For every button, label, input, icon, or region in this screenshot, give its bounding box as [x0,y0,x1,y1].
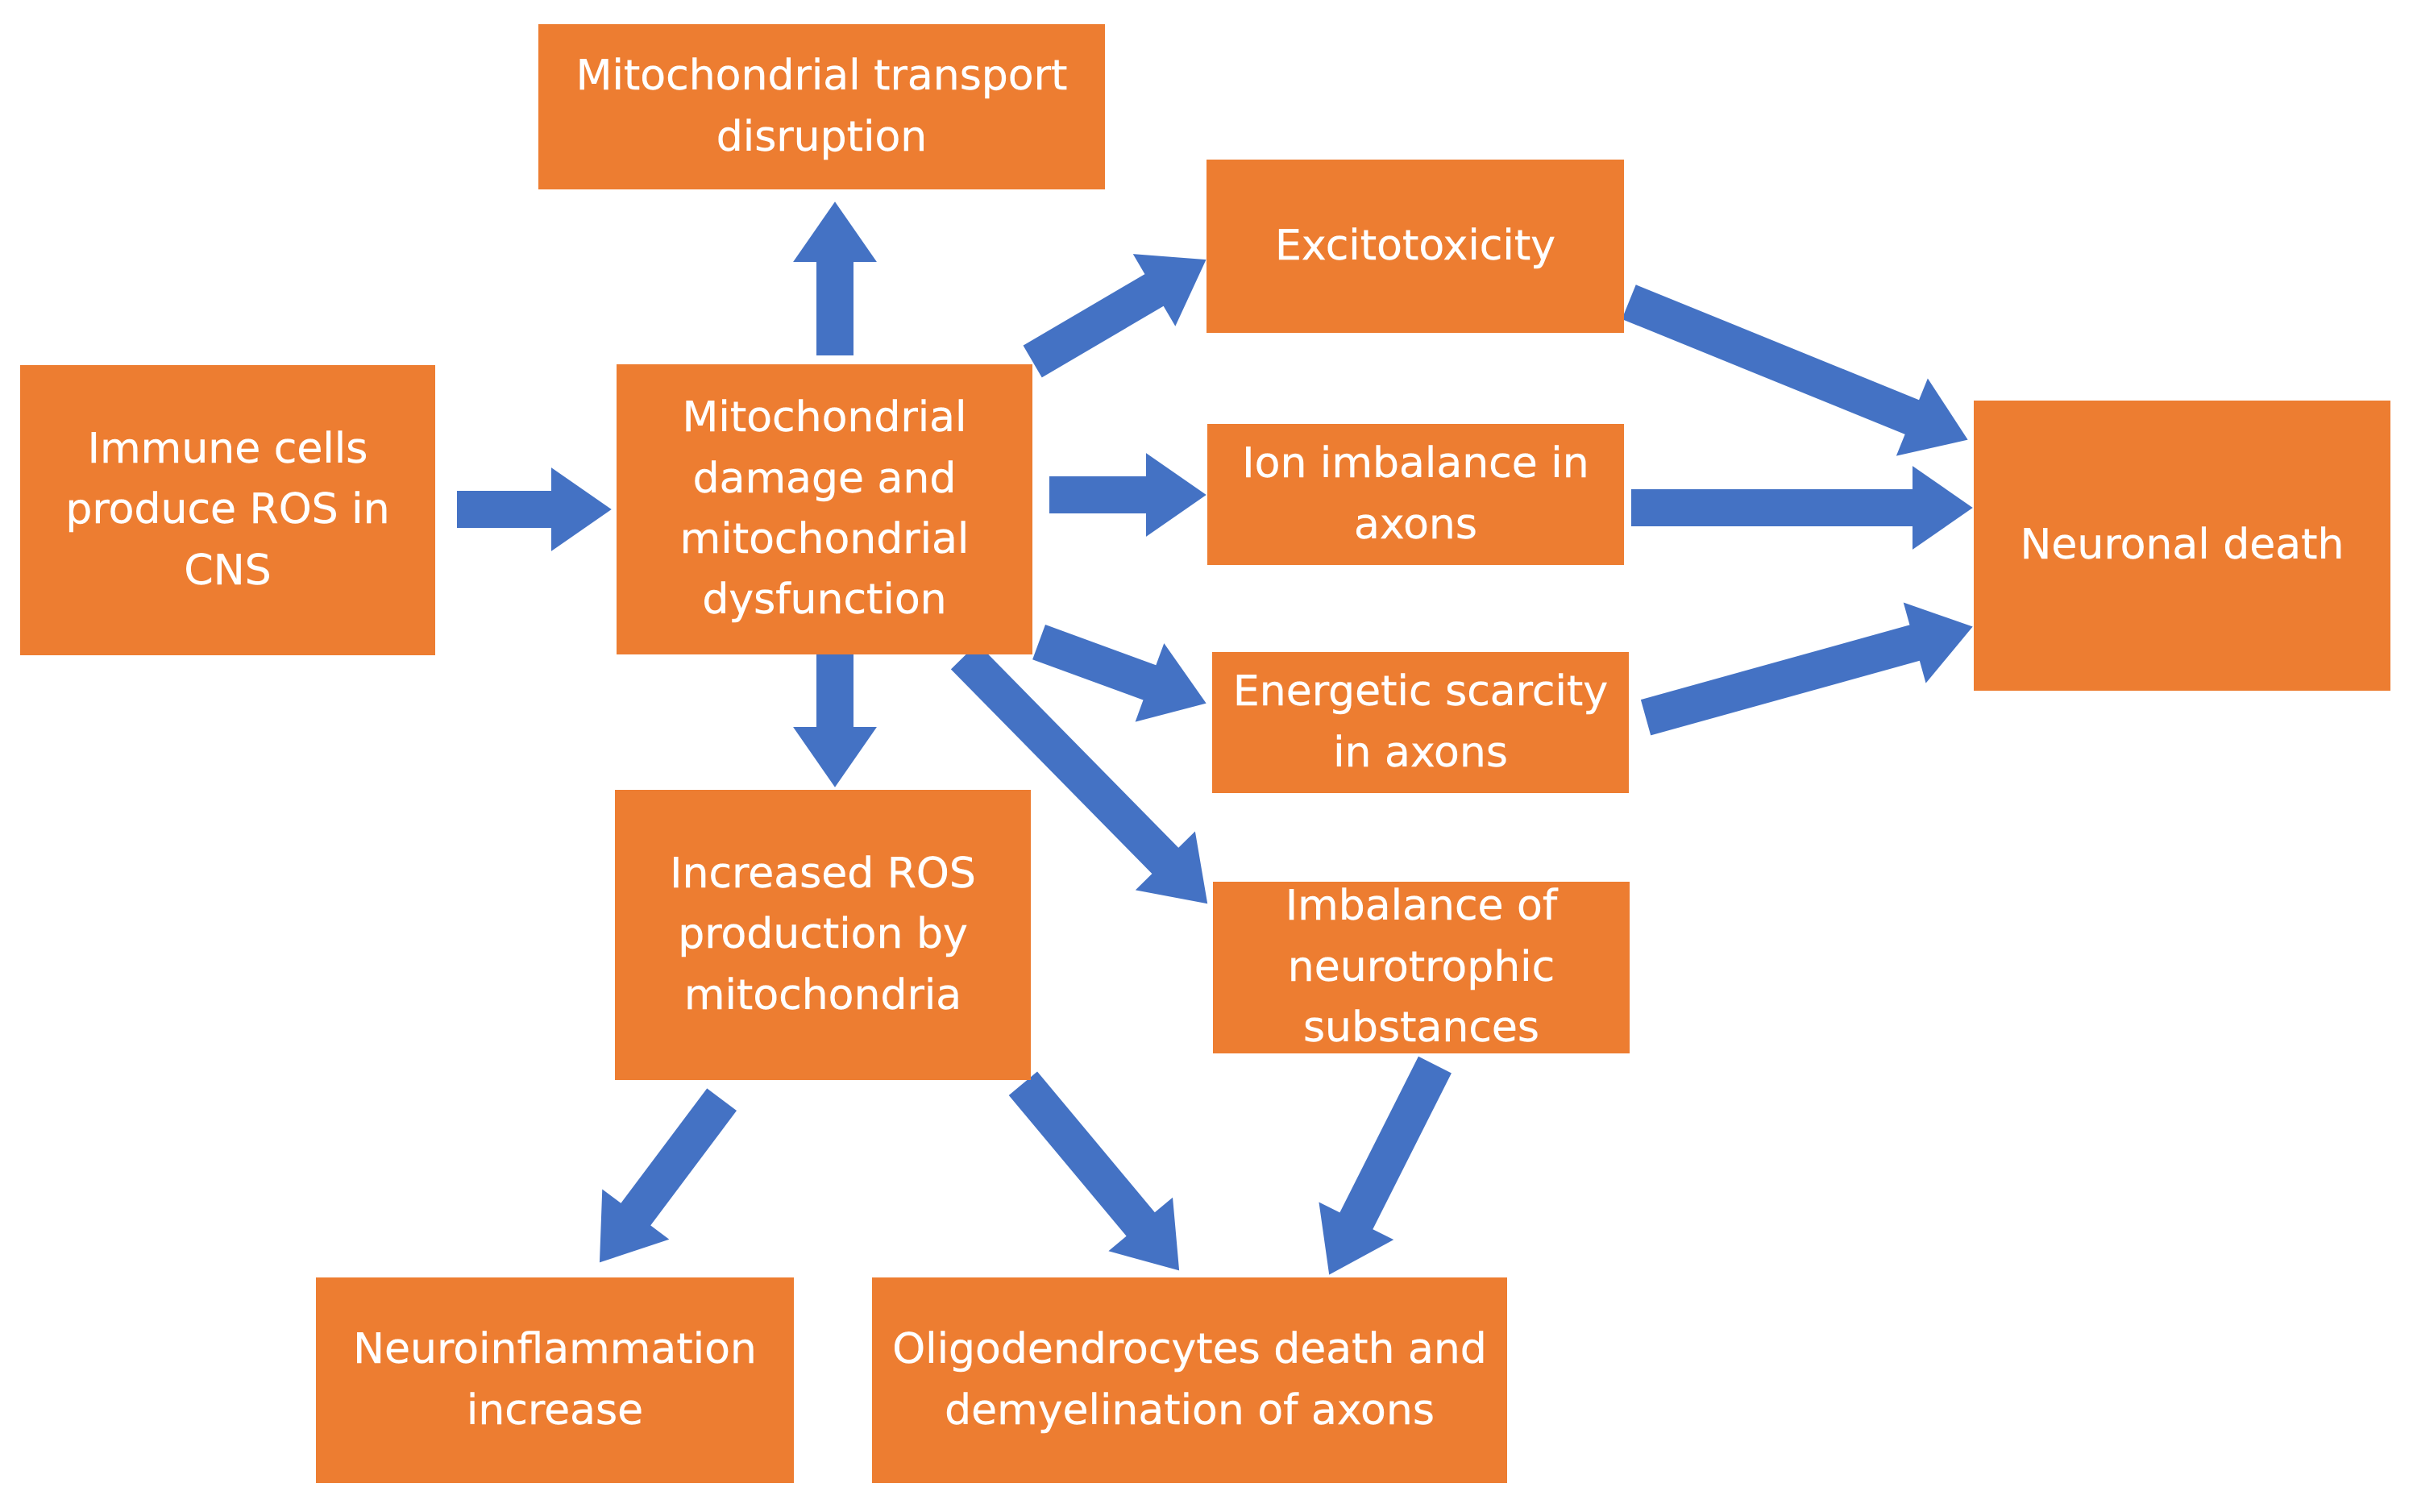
node-label: Neuroinflammation increase [353,1325,757,1435]
arrow-neurotrophic-to-oligodendrocytes [1319,1056,1452,1275]
node-label: Mitochondrial damage and mitochondrial d… [679,393,970,625]
node-oligodendrocytes-death-demyelination: Oligodendrocytes death and demyelination… [872,1277,1507,1483]
node-label: Mitochondrial transport disruption [575,52,1068,161]
node-label: Imbalance of neurotrophic substances [1285,882,1558,1053]
arrow-mito-damage-to-neurotrophic [950,643,1208,904]
node-label: Oligodendrocytes death and demyelination… [892,1325,1487,1435]
node-label: Increased ROS production by mitochondria [670,849,976,1020]
node-label: Energetic scarcity in axons [1232,667,1609,777]
arrow-increased-ros-to-neuroinflammation [599,1088,737,1263]
arrow-mito-damage-to-energetic-scarcity [1032,625,1206,722]
node-immune-cells-produce-ros: Immune cells produce ROS in CNS [20,365,435,655]
arrow-mito-damage-to-excitotoxicity [1023,254,1206,378]
arrow-increased-ros-to-oligodendrocytes [1008,1071,1180,1271]
node-increased-ros-production: Increased ROS production by mitochondria [615,790,1031,1080]
node-imbalance-neurotrophic-substances: Imbalance of neurotrophic substances [1213,882,1630,1053]
node-energetic-scarcity-in-axons: Energetic scarcity in axons [1212,652,1629,793]
arrow-immune-cells-to-mito-damage [457,467,612,551]
arrow-energetic-scarcity-to-neuronal-death [1640,602,1973,736]
node-label: Neuronal death [2020,521,2344,570]
arrow-mito-damage-to-increased-ros [793,650,877,787]
node-neuronal-death: Neuronal death [1974,401,2390,691]
arrow-excitotoxicity-to-neuronal-death [1622,285,1968,456]
arrow-mito-damage-to-mito-transport [793,201,877,355]
node-label: Excitotoxicity [1275,221,1555,270]
node-neuroinflammation-increase: Neuroinflammation increase [316,1277,794,1483]
node-label: Ion imbalance in axons [1242,439,1589,549]
arrow-mito-damage-to-ion-imbalance [1049,453,1206,537]
node-label: Immune cells produce ROS in CNS [65,424,390,595]
node-mitochondrial-transport-disruption: Mitochondrial transport disruption [538,24,1105,189]
node-ion-imbalance-in-axons: Ion imbalance in axons [1207,424,1624,565]
arrow-ion-imbalance-to-neuronal-death [1631,466,1973,550]
node-excitotoxicity: Excitotoxicity [1206,160,1624,333]
node-mitochondrial-damage-dysfunction: Mitochondrial damage and mitochondrial d… [617,364,1032,654]
